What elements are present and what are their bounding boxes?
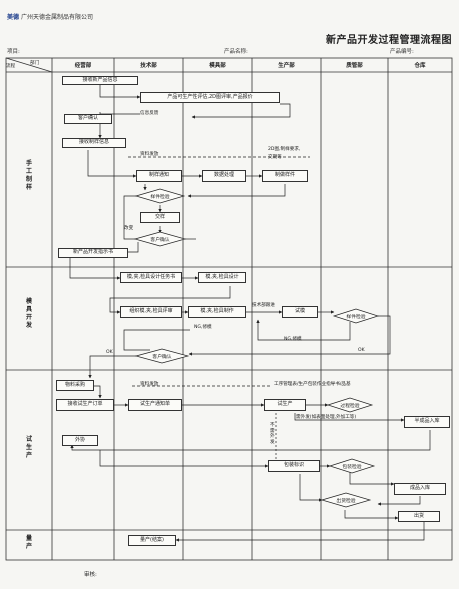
stage-manual-sample: 手工制样 — [25, 160, 32, 192]
label-data-issue: 资料发放 — [140, 152, 159, 157]
stage-mass-production: 量产 — [25, 535, 32, 551]
dept-header-quality: 质管部 — [346, 63, 363, 69]
diamond-sample-inspection-2: 样件检验 — [346, 314, 366, 320]
page-title: 新产品开发过程管理流程图 — [326, 35, 452, 46]
label-ok-2: OK — [358, 348, 365, 353]
field-product-no: 产品编号: — [390, 49, 414, 55]
box-finished-storage: 成品入库 — [394, 483, 446, 495]
field-project: 项目: — [7, 49, 20, 55]
diamond-sample-inspection: 样件检验 — [150, 194, 170, 200]
corner-dept: 部门 — [30, 61, 40, 66]
box-deliver-sample: 交样 — [140, 212, 180, 223]
label-data-issue-2: 资料发放 — [140, 382, 159, 387]
diamond-process-inspection: 过程检验 — [340, 403, 360, 409]
label-feedback: 信息反馈 — [140, 111, 159, 116]
box-mold-design-task: 模,夹,检具设计任务书 — [120, 272, 182, 283]
dept-header-tech: 技术部 — [140, 63, 157, 69]
box-mold-making: 模,夹,检具制作 — [188, 306, 246, 318]
label-change: 改变 — [124, 226, 134, 231]
label-no-outsourcing: 不需外发 — [270, 423, 275, 445]
box-mass-production-close: 量产(结案) — [128, 535, 176, 546]
box-receive-sample-info: 接收制样信息 — [62, 138, 126, 148]
box-feasibility-review: 产品可生产性评估,2D图评审,产品报价 — [140, 92, 280, 103]
label-ng-repair-2: NG,修模 — [284, 337, 302, 342]
box-mold-review: 组织模,夹,检具评审 — [120, 306, 182, 318]
diamond-customer-confirm: 客户确认 — [150, 237, 170, 243]
dept-header-mold: 模具部 — [209, 63, 226, 69]
label-outsourcing-needed: 需外发(如表面处理,外加工等) — [296, 415, 357, 420]
diamond-customer-confirm-2: 客户确认 — [152, 354, 172, 360]
box-shipment: 出货 — [398, 511, 440, 522]
corner-stage: 流程 — [6, 64, 16, 69]
box-material-purchase: 物料采购 — [56, 380, 94, 391]
box-trial-production: 试生产 — [264, 399, 306, 411]
label-2d-requirements: 2D图,制样要求, — [268, 147, 301, 152]
box-sample-notice: 制样通知 — [136, 170, 182, 182]
stage-mold-development: 模具开发 — [25, 298, 32, 330]
diamond-shipment-inspection: 出货检验 — [336, 498, 356, 504]
box-semi-finished-storage: 半成品入库 — [404, 416, 450, 428]
box-receive-trial-order: 接收试生产订单 — [56, 399, 114, 411]
box-packaging-label: 包装标识 — [268, 460, 320, 472]
label-ok-1: OK — [106, 350, 113, 355]
logo-mark: 美德 — [7, 14, 20, 21]
company-logo: 美德 广州天德金属制品有限公司 — [7, 12, 93, 21]
box-data-processing: 数据处理 — [202, 170, 246, 182]
label-delivery: 交期等 — [268, 155, 282, 160]
field-product-name: 产品名称: — [224, 49, 248, 55]
dept-header-production: 生产部 — [278, 63, 295, 69]
stage-trial-production: 试生产 — [25, 436, 32, 460]
box-outsourcing: 外协 — [62, 435, 98, 446]
box-customer-confirm: 客户确认 — [64, 114, 112, 124]
box-dev-instruction: 新产品开发指示书 — [58, 248, 128, 258]
dept-header-sales: 经营部 — [74, 63, 92, 69]
company-name: 广州天德金属制品有限公司 — [20, 14, 93, 21]
box-make-sample: 制做样件 — [262, 170, 308, 182]
footer-review: 审核: — [84, 572, 97, 578]
box-trial-mold: 试模 — [282, 306, 318, 318]
dept-header-warehouse: 仓库 — [414, 63, 426, 69]
label-ng-repair-1: NG,修模 — [194, 325, 212, 330]
label-tech-follow: 技术部跟进 — [252, 303, 275, 308]
box-trial-notice: 试生产通知单 — [128, 399, 182, 411]
box-receive-new-product: 接收新产品信息 — [62, 76, 138, 85]
label-process-docs: 工序管理表/生产包装作业指导书/品基 — [274, 382, 351, 387]
box-mold-design: 模,夹,检具设计 — [198, 272, 246, 283]
diamond-packaging-inspection: 包装检验 — [342, 464, 362, 470]
